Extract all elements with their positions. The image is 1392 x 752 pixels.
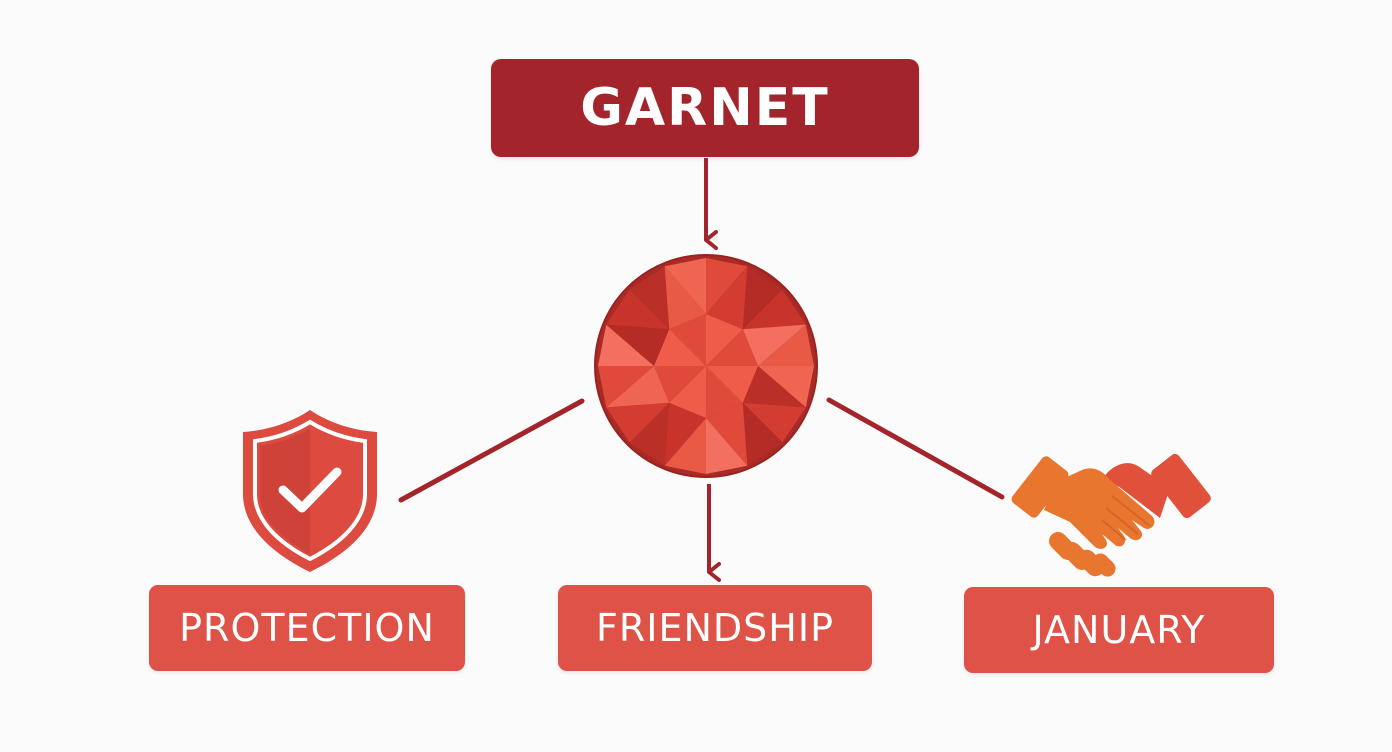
- gem-facet: [598, 366, 654, 408]
- gem-facets: [598, 258, 814, 474]
- label-friendship: FRIENDSHIP: [558, 585, 872, 671]
- title-box: GARNET: [491, 59, 919, 157]
- gem-facet: [706, 366, 743, 418]
- gem-facet: [669, 366, 706, 418]
- gem-facet: [742, 324, 806, 366]
- gem-facet: [742, 289, 806, 330]
- gem-facet: [664, 418, 706, 474]
- gem-facet: [664, 258, 706, 314]
- label-january: JANUARY: [964, 587, 1274, 673]
- gem-facet: [629, 266, 670, 330]
- gem-facet: [654, 329, 706, 366]
- label-protection: PROTECTION: [149, 585, 465, 671]
- label-january-text: JANUARY: [1032, 608, 1206, 652]
- gem-facet: [758, 324, 814, 366]
- handshake-icon: [1011, 453, 1211, 577]
- shield-check-icon: [243, 410, 377, 572]
- gem-facet: [606, 324, 670, 366]
- gem-facet: [706, 266, 748, 330]
- gem-facet: [706, 329, 758, 366]
- gem-facet: [664, 266, 706, 330]
- gem-facet: [742, 366, 806, 408]
- title-label: GARNET: [580, 78, 830, 138]
- gem-facet: [598, 324, 654, 366]
- gem-facet: [629, 402, 670, 466]
- gem-facet: [742, 402, 806, 443]
- gem-facet: [742, 402, 783, 466]
- gem-facet: [706, 418, 748, 474]
- gem-facet: [654, 366, 706, 403]
- gem-facet: [758, 366, 814, 408]
- connector-gem-to-january: [826, 397, 1005, 500]
- label-friendship-text: FRIENDSHIP: [596, 606, 834, 650]
- gem-facet: [606, 402, 670, 443]
- gem-facet: [706, 314, 743, 366]
- garnet-gem-icon: [594, 254, 818, 478]
- gem-facet: [669, 314, 706, 366]
- gem-facet: [606, 289, 670, 330]
- label-protection-text: PROTECTION: [179, 606, 435, 650]
- gem-facet: [706, 366, 758, 403]
- gem-facet: [706, 402, 748, 466]
- gem-facet: [664, 402, 706, 466]
- gem-facet: [742, 266, 783, 330]
- connector-gem-to-protection: [398, 398, 585, 503]
- gem-facet: [706, 258, 748, 314]
- gem-facet: [606, 366, 670, 408]
